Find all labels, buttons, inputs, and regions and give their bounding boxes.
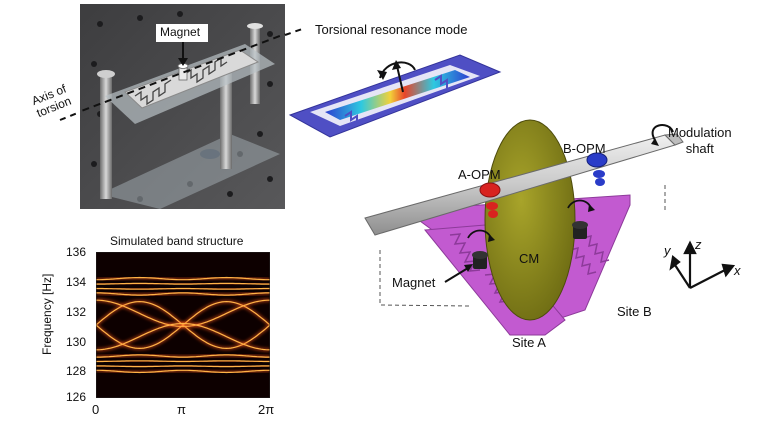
modulation-shaft-label: Modulation shaft <box>668 125 732 157</box>
ytick-label: 136 <box>66 245 87 259</box>
cm-label: CM <box>519 251 540 266</box>
band-plot-canvas <box>96 252 270 398</box>
band-curve <box>96 292 270 296</box>
a-opm-label: A-OPM <box>458 167 501 182</box>
torsional-mode-title: Torsional resonance mode <box>315 22 468 37</box>
rod <box>220 64 232 169</box>
cm-disk <box>484 119 576 321</box>
b-opm-sensor <box>586 152 608 186</box>
acrylic-base <box>100 134 280 209</box>
torsional-mode-plate <box>288 54 502 138</box>
xtick-label: 2π <box>258 402 275 417</box>
magnet-photo-label: Magnet <box>160 25 201 39</box>
band-plot-ylabel: Frequency [Hz] <box>40 273 54 355</box>
rod <box>100 74 112 199</box>
modulation-label-line1: Modulation <box>668 125 732 140</box>
site-b-magnet <box>567 199 595 239</box>
site-a-magnet <box>467 229 495 269</box>
a-opm-sensor <box>479 182 501 218</box>
axis-x-label: x <box>734 263 741 278</box>
ytick-label: 126 <box>66 390 87 404</box>
torsion-axis-line <box>80 33 285 113</box>
band-curve <box>96 276 270 281</box>
apparatus-illustration <box>364 119 736 336</box>
band-curve <box>96 360 270 363</box>
xtick-label: 0 <box>92 402 100 417</box>
band-curve <box>96 354 270 358</box>
ytick-label: 128 <box>66 364 87 378</box>
axis-y-label: y <box>664 243 671 258</box>
band-curve <box>96 365 270 368</box>
band-lines <box>96 275 270 375</box>
band-curve <box>96 299 270 328</box>
b-opm-label: B-OPM <box>563 141 606 156</box>
band-curve <box>96 287 270 290</box>
band-plot-title: Simulated band structure <box>110 234 244 248</box>
experimental-photo: Magnet <box>80 4 285 209</box>
band-curve <box>96 322 270 351</box>
modulation-label-line2: shaft <box>685 141 714 156</box>
axis-z-label: z <box>695 237 702 252</box>
band-curve <box>96 282 270 285</box>
ytick-label: 130 <box>66 335 87 349</box>
band-curve <box>96 369 270 374</box>
photo-illustration <box>80 4 285 209</box>
metal-lattice <box>124 49 260 109</box>
site-b-label: Site B <box>617 304 652 319</box>
xtick-label: π <box>177 402 186 417</box>
ytick-label: 134 <box>66 275 87 289</box>
site-a-label: Site A <box>512 335 546 350</box>
coordinate-axes <box>669 240 736 289</box>
magnet-label: Magnet <box>392 275 436 290</box>
ytick-label: 132 <box>66 305 87 319</box>
